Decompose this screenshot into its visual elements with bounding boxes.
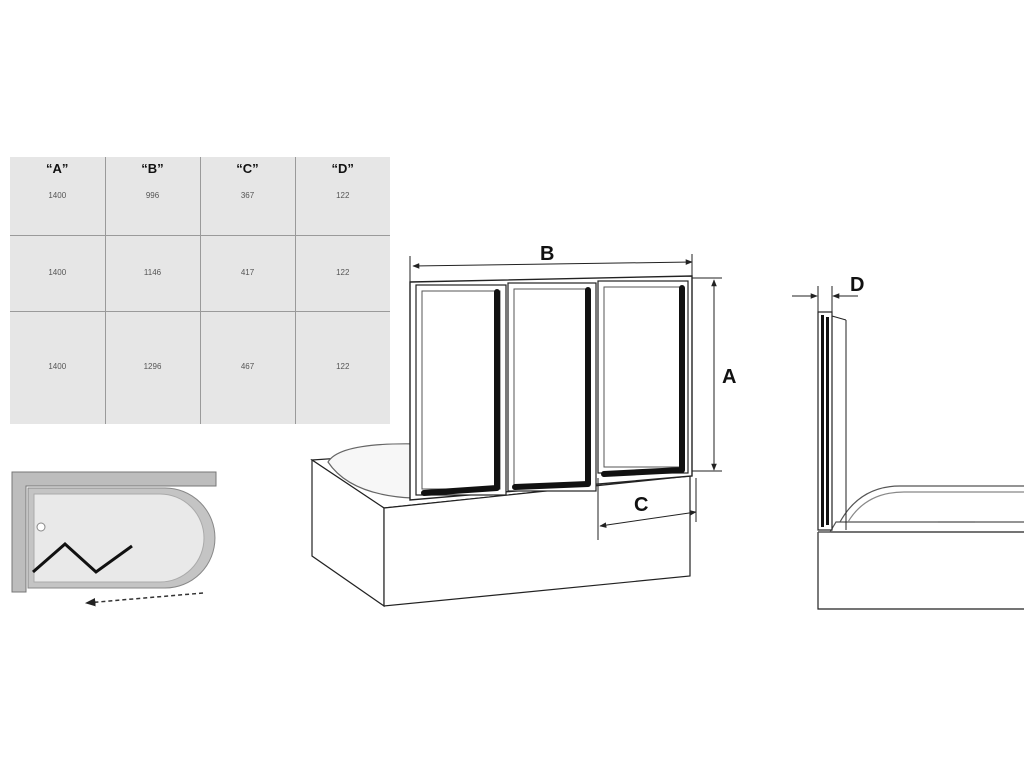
- side-view: [792, 286, 1024, 610]
- side-tub-curve: [839, 485, 1024, 523]
- plan-view: [11, 471, 217, 607]
- panel-2-glass: [513, 288, 591, 486]
- cell-value: 1146: [143, 268, 162, 278]
- cell-value: 1400: [48, 268, 67, 278]
- header-b: “B”: [105, 157, 201, 180]
- fold-direction-arrow: [84, 592, 204, 607]
- panel-3-handle: [601, 285, 685, 477]
- cell-value: 467: [240, 362, 255, 372]
- header-a: “A”: [10, 157, 106, 180]
- table-row: 1400 1146 417 122: [10, 235, 390, 313]
- table-cell: 122: [295, 179, 390, 237]
- table-row: 1400 996 367 122: [10, 179, 390, 237]
- dimension-d-label: D: [850, 274, 864, 296]
- dimension-c-line: [599, 510, 697, 528]
- cell-value: 417: [240, 268, 255, 278]
- table-cell: 1400: [10, 179, 106, 237]
- header-d: “D”: [331, 160, 354, 176]
- table-cell: 1400: [10, 235, 106, 313]
- panel-2-handle: [512, 287, 591, 490]
- table-cell: 1146: [105, 235, 201, 313]
- cell-value: 996: [145, 191, 160, 201]
- perspective-view: [310, 254, 722, 608]
- header-c: “C”: [200, 157, 296, 180]
- plan-wall-frame: [11, 471, 217, 593]
- cell-value: 1296: [143, 362, 162, 372]
- table-cell: 367: [200, 179, 296, 237]
- cell-value: 367: [240, 191, 255, 201]
- cell-value: 122: [336, 362, 350, 372]
- table-cell: 1296: [105, 311, 201, 424]
- table-header-row: “A” “B” “C” “D”: [10, 157, 390, 180]
- dimension-a-label: A: [722, 366, 736, 388]
- cell-value: 122: [336, 191, 350, 201]
- table-cell: 122: [295, 235, 390, 313]
- panel-1-glass: [421, 290, 501, 490]
- side-tub-rim: [818, 521, 1024, 533]
- side-screen-profile: [817, 311, 833, 531]
- cell-value: 1400: [48, 362, 67, 372]
- side-tub-body: [817, 531, 1024, 610]
- dimensions-table: “A” “B” “C” “D” 1400 996 367 122 1400 11…: [10, 157, 390, 424]
- cell-value: 122: [336, 268, 350, 278]
- dimension-b-line: [412, 259, 693, 269]
- folded-screen-icon: [32, 541, 133, 574]
- cell-value: 1400: [48, 191, 67, 201]
- side-screen-edge: [831, 315, 847, 321]
- panel-3-glass: [603, 286, 683, 468]
- table-cell: 1400: [10, 311, 106, 424]
- panel-1-handle: [421, 289, 500, 496]
- dimension-b-label: B: [540, 243, 554, 265]
- plan-tub-inner: [33, 493, 205, 583]
- table-cell: 417: [200, 235, 296, 313]
- table-row: 1400 1296 467 122: [10, 311, 390, 424]
- dimension-c-label: C: [634, 494, 648, 516]
- table-cell: 122: [295, 312, 390, 424]
- drain-icon: [36, 522, 46, 532]
- table-cell: 467: [200, 311, 296, 424]
- side-screen-panel-a: [821, 315, 824, 527]
- side-screen-panel-b: [826, 317, 829, 525]
- table-cell: 996: [105, 179, 201, 237]
- side-tub-curve-inner: [847, 491, 1024, 523]
